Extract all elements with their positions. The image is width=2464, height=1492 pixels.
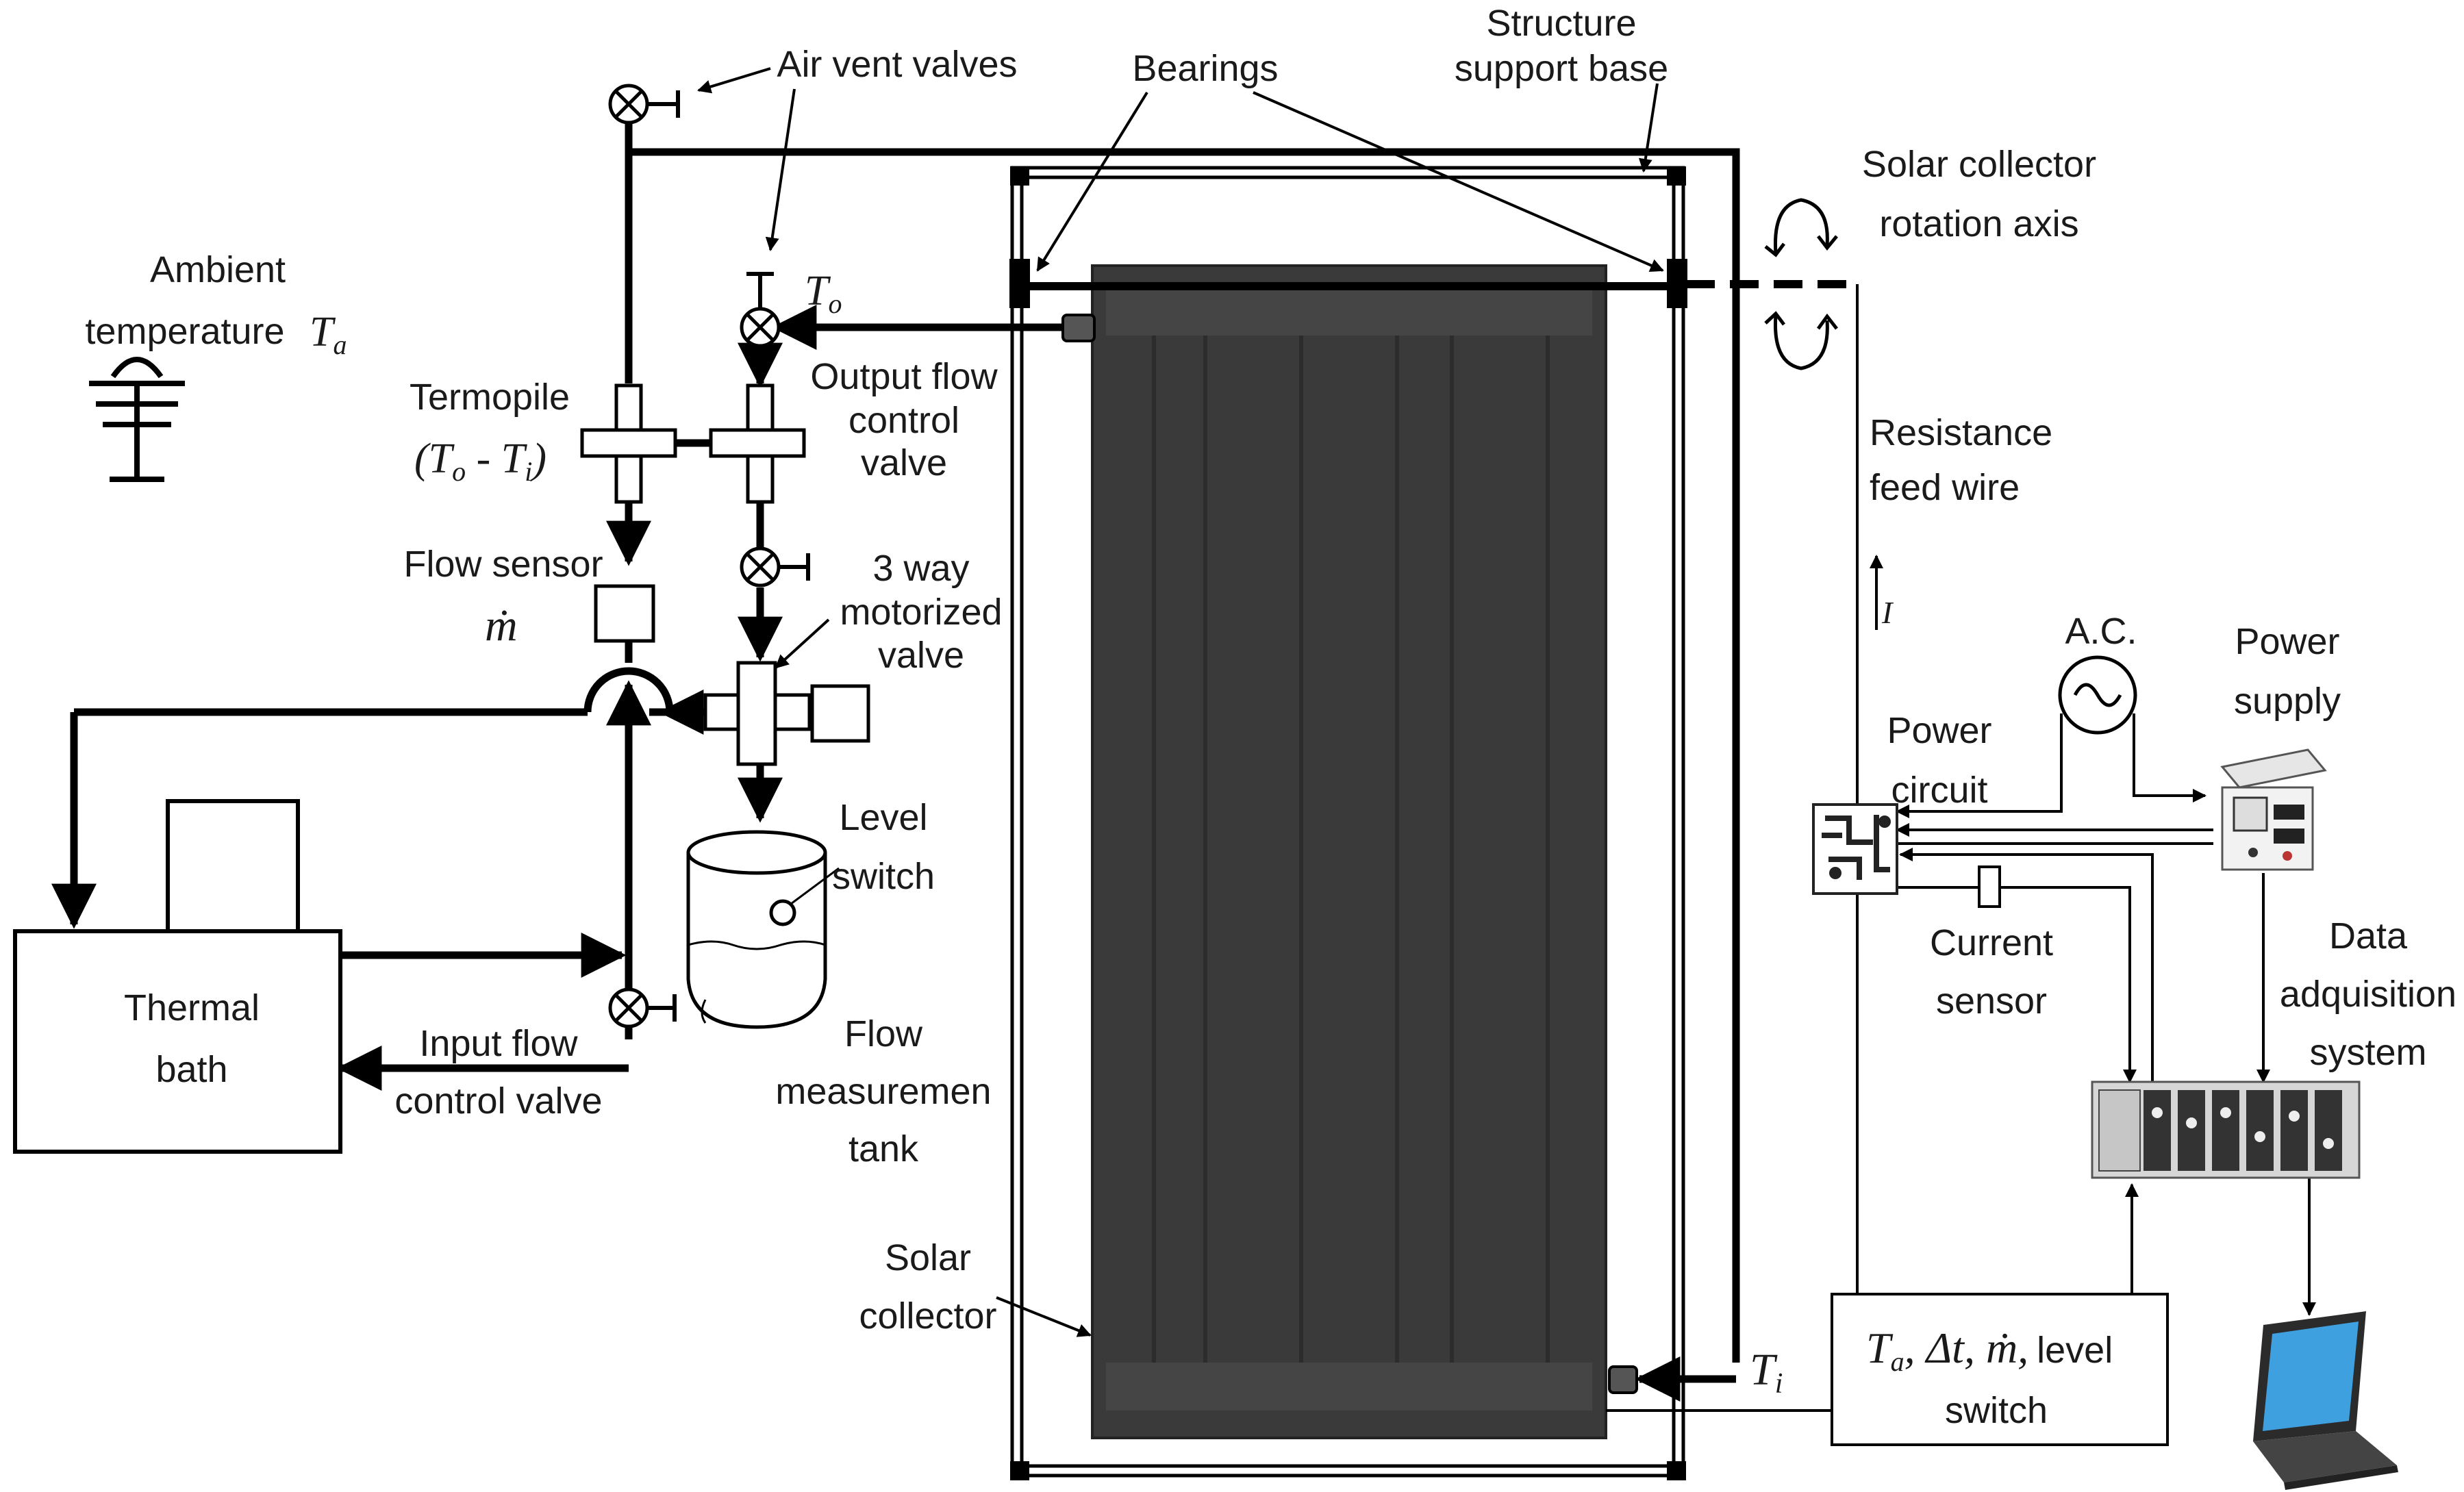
label-ac: A.C. <box>2065 611 2137 652</box>
symbol-termopile-formula: (To - Ti) <box>414 435 546 487</box>
label-resistance-1: Resistance <box>1870 412 2052 453</box>
bearing-left <box>1009 259 1030 308</box>
label-rotation-2: rotation axis <box>1879 203 2078 244</box>
label-motorized-2: motorized <box>840 592 1002 633</box>
label-ambient-1: Ambient <box>150 249 286 290</box>
label-structure-2: support base <box>1455 48 1668 89</box>
symbol-mass-flow: ṁ <box>485 600 518 650</box>
label-termopile: Termopile <box>410 377 570 418</box>
symbols: Ta To (To - Ti) ṁ I Ti Ta, Δt, ṁ,level s… <box>310 268 2113 1431</box>
flow-sensor-box <box>594 584 655 643</box>
bearing-right <box>1667 259 1687 308</box>
leader-arrows <box>697 67 1664 1337</box>
laptop-icon <box>2253 1311 2398 1490</box>
label-daq-1: Data <box>2329 915 2408 957</box>
ac-source-icon <box>2058 655 2137 735</box>
three-way-motorized-valve <box>703 661 870 766</box>
data-acquisition-system-icon <box>2091 1080 2361 1179</box>
label-tank-3: tank <box>848 1128 919 1169</box>
label-structure-1: Structure <box>1486 3 1636 44</box>
termopile-fittings <box>580 383 806 504</box>
label-tank-1: Flow <box>844 1013 923 1054</box>
label-daq-2: adquisition <box>2280 974 2456 1015</box>
symbol-current: I <box>1881 595 1894 630</box>
symbol-to: To <box>805 268 842 319</box>
thermal-bath-label-2: bath <box>155 1049 227 1090</box>
air-vent-valve-middle <box>740 546 810 587</box>
hydraulic-circuit <box>51 123 1740 1402</box>
label-rotation-1: Solar collector <box>1862 144 2096 185</box>
label-resistance-2: feed wire <box>1870 467 2020 508</box>
label-ambient-2: temperature <box>85 311 284 352</box>
measured-variables-line-1: Ta, Δt, ṁ,level <box>1866 1324 2113 1377</box>
label-input-valve-2: control valve <box>394 1080 602 1122</box>
label-current-sensor-2: sensor <box>1936 981 2047 1022</box>
label-air-vent-valves: Air vent valves <box>777 44 1017 85</box>
structure-support-frame <box>1009 166 1849 1480</box>
label-solar-collector-1: Solar <box>885 1237 971 1278</box>
label-level-switch-1: Level <box>839 797 927 838</box>
label-power-circuit-1: Power <box>1887 710 1991 751</box>
measured-variables-box <box>1831 1293 2169 1446</box>
symbol-ti: Ti <box>1750 1345 1783 1400</box>
label-tank-2: measuremen <box>775 1071 991 1112</box>
label-power-circuit-2: circuit <box>1891 770 1987 811</box>
label-flow-sensor: Flow sensor <box>403 544 603 585</box>
label-motorized-3: valve <box>878 635 964 676</box>
measured-variables-line-2: switch <box>1945 1390 2048 1431</box>
label-power-supply-1: Power <box>2235 621 2339 662</box>
label-current-sensor-1: Current <box>1930 922 2053 963</box>
collector-connectors <box>1061 314 1638 1394</box>
thermal-bath-label-1: Thermal <box>124 987 260 1028</box>
label-output-valve-3: valve <box>861 442 947 483</box>
label-motorized-1: 3 way <box>872 548 969 589</box>
symbol-ta: Ta <box>310 309 347 360</box>
ambient-temperature-sensor-icon <box>89 357 185 482</box>
thermal-bath <box>13 799 342 1154</box>
output-flow-control-valve <box>740 272 781 348</box>
label-daq-3: system <box>2309 1032 2426 1073</box>
label-power-supply-2: supply <box>2234 681 2341 722</box>
label-bearings: Bearings <box>1132 48 1278 89</box>
input-flow-control-valve <box>608 987 677 1028</box>
label-output-valve-1: Output flow <box>810 356 998 397</box>
label-solar-collector-2: collector <box>859 1295 996 1337</box>
label-level-switch-2: switch <box>832 856 935 897</box>
flow-measurement-tank <box>686 830 840 1029</box>
rotation-arrows-icon <box>1764 198 1838 370</box>
current-sensor-box <box>1978 865 2001 908</box>
labels: Air vent valves Bearings Structure suppo… <box>85 3 2456 1337</box>
power-circuit-board-icon <box>1812 803 1898 895</box>
air-vent-valve-top <box>608 84 680 125</box>
label-input-valve-1: Input flow <box>419 1023 578 1064</box>
power-supply-icon <box>2220 748 2327 871</box>
label-output-valve-2: control <box>848 400 959 441</box>
solar-collector-panel <box>1091 264 1607 1439</box>
